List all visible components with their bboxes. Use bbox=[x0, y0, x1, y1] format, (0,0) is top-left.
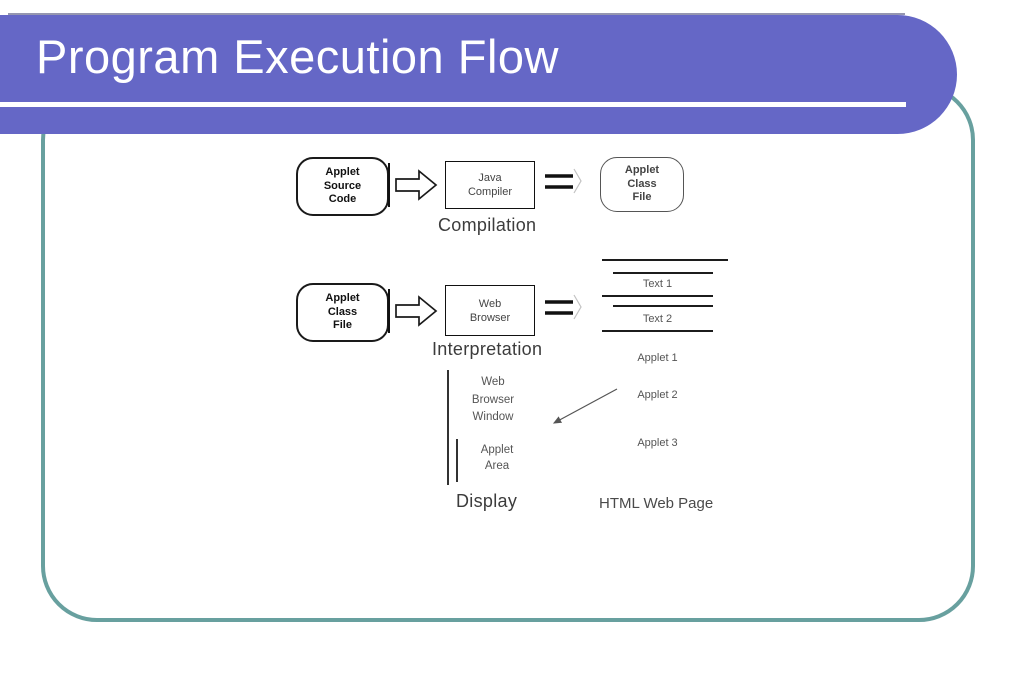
box-line: Web bbox=[481, 376, 505, 388]
web-browser-box: Web Browser bbox=[445, 285, 535, 336]
webpage-caption: HTML Web Page bbox=[599, 495, 714, 512]
box-shadow-line bbox=[388, 289, 390, 333]
title-underline bbox=[0, 102, 906, 107]
webpage-rule bbox=[602, 330, 713, 332]
browser-window-label: Web Browser Window bbox=[449, 374, 537, 427]
applet-source-code-box: Applet Source Code bbox=[296, 157, 389, 216]
webpage-rule bbox=[602, 259, 728, 261]
box-line: Code bbox=[328, 193, 357, 206]
box-line: Browser bbox=[469, 311, 511, 324]
browser-window-edge bbox=[447, 370, 449, 485]
box-line: Window bbox=[472, 411, 514, 423]
webpage-rule bbox=[602, 295, 713, 297]
box-line: Applet bbox=[325, 292, 360, 305]
box-line: File bbox=[333, 319, 352, 332]
applet-class-file-box: Applet Class File bbox=[296, 283, 389, 342]
title-banner bbox=[0, 15, 957, 134]
box-line: Applet bbox=[624, 164, 660, 177]
webpage-applet-2: Applet 2 bbox=[637, 389, 678, 401]
display-label: Display bbox=[456, 491, 518, 511]
box-line: Applet bbox=[480, 444, 514, 456]
top-hairline bbox=[8, 13, 905, 15]
interpretation-label: Interpretation bbox=[432, 339, 543, 359]
box-line: Compiler bbox=[467, 186, 512, 198]
box-line: File bbox=[632, 191, 652, 204]
applet-area-label: Applet Area bbox=[458, 442, 536, 474]
box-line: Browser bbox=[471, 393, 515, 406]
box-line: Class bbox=[327, 305, 358, 318]
box-line: Area bbox=[484, 460, 510, 472]
box-line: Java bbox=[478, 172, 502, 184]
box-line: Source bbox=[323, 179, 362, 192]
applet-class-file-output-box: Applet Class File bbox=[600, 157, 684, 212]
page-title: Program Execution Flow bbox=[36, 30, 559, 83]
java-compiler-box: Java Compiler bbox=[445, 161, 535, 209]
webpage-applet-1: Applet 1 bbox=[637, 352, 678, 364]
compilation-label: Compilation bbox=[438, 215, 537, 235]
box-line: Applet bbox=[325, 166, 360, 179]
box-line: Class bbox=[627, 177, 657, 190]
box-shadow-line bbox=[388, 163, 390, 207]
webpage-rule bbox=[613, 272, 713, 274]
applet-area-edge bbox=[456, 439, 458, 482]
webpage-text-1: Text 1 bbox=[642, 278, 673, 290]
box-line: Web bbox=[478, 297, 502, 310]
webpage-rule bbox=[613, 305, 713, 307]
webpage-applet-3: Applet 3 bbox=[637, 437, 678, 449]
webpage-text-2: Text 2 bbox=[642, 313, 673, 325]
